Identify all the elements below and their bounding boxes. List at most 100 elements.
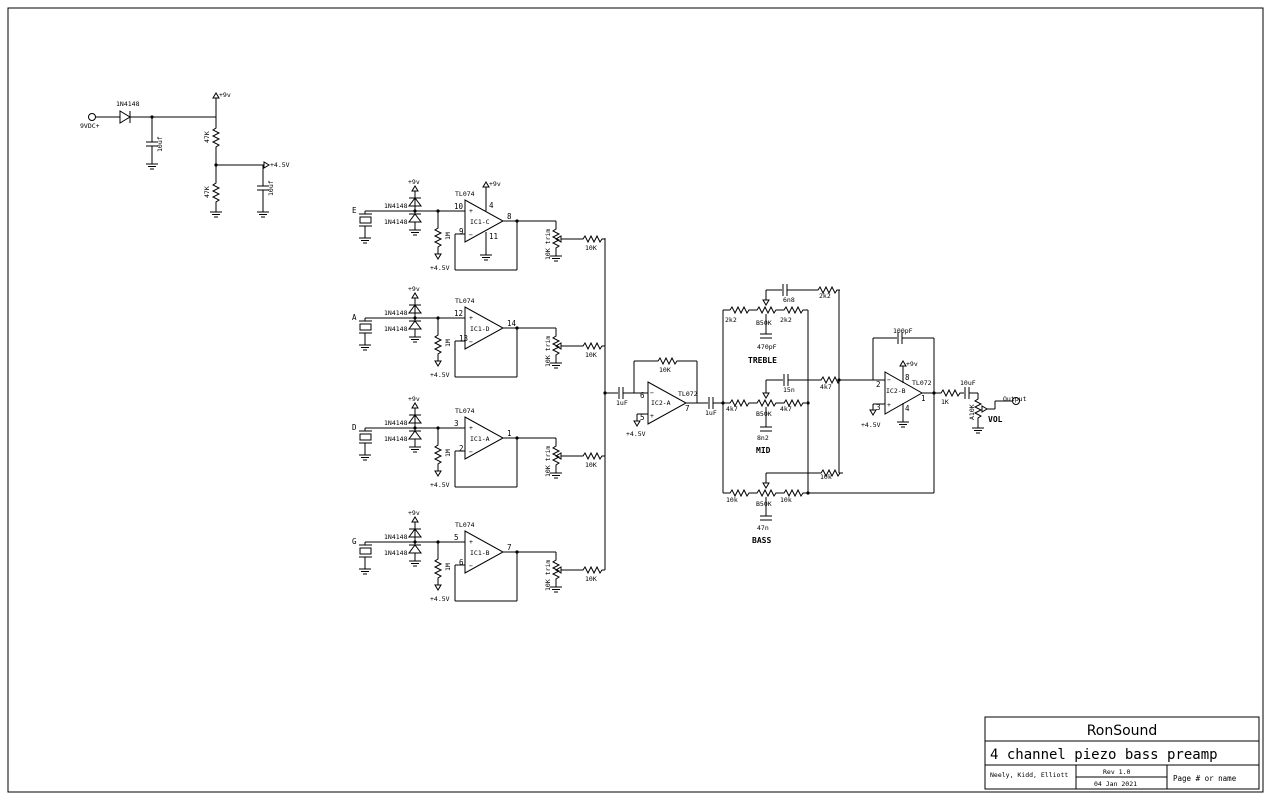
- power-r-top-label: 47K: [203, 131, 211, 143]
- mixer-pin-fb: 6: [640, 391, 645, 400]
- mid-pot-label: B50K: [756, 410, 772, 418]
- pin-fb: 9: [459, 227, 464, 236]
- treble-r1-label: 2k2: [725, 316, 737, 324]
- opamp: [464, 416, 505, 460]
- mixer-ic-label: IC2-A: [651, 399, 671, 407]
- trim-label: 10K trim: [544, 446, 552, 477]
- opamp-rail-label: +9v: [489, 180, 501, 188]
- vref-label: +4.5V: [430, 371, 450, 379]
- piezo-element: [359, 323, 372, 331]
- power-r-bot-label: 47K: [203, 186, 211, 198]
- mid-r-out-label: 4k7: [820, 383, 832, 391]
- piezo-element: [359, 547, 372, 555]
- title-rev: Rev 1.0: [1103, 768, 1130, 776]
- svg-text:+: +: [887, 401, 891, 409]
- diode-top-label: 1N4148: [384, 533, 408, 541]
- opamp-ic-label: IC1-A: [470, 435, 490, 443]
- output-pin-pos: 3: [876, 403, 881, 412]
- volume-label: VOL: [988, 415, 1003, 424]
- treble-cap-pot-label: 470pF: [757, 343, 777, 351]
- mixer-type-label: TL072: [678, 390, 698, 398]
- power-diode: [119, 110, 131, 124]
- output-pin-out: 1: [921, 394, 926, 403]
- diode-bot-label: 1N4148: [384, 549, 408, 557]
- diode-top-label: 1N4148: [384, 309, 408, 317]
- mixer-opamp: [647, 381, 688, 425]
- svg-text:+: +: [469, 207, 473, 215]
- power-cap1-label: 10uf: [156, 136, 164, 152]
- bias-res-label: 1M: [444, 232, 452, 240]
- output-pin-g: 4: [905, 404, 910, 413]
- svg-text:+: +: [469, 538, 473, 546]
- pin-fb: 6: [459, 558, 464, 567]
- trim-label: 10K trim: [544, 229, 552, 260]
- opamp: [464, 306, 505, 350]
- diode-top-label: 1N4148: [384, 202, 408, 210]
- power-cap2-label: 10uf: [267, 180, 275, 196]
- pin-fb: 2: [459, 444, 464, 453]
- pin-in: 5: [454, 533, 459, 542]
- power-supply: 9VDC+ 1N4148 10uf +9v 47K +4.5V 47K 10uf: [80, 91, 290, 218]
- output-rail-label: +9v: [906, 360, 918, 368]
- svg-text:+: +: [650, 412, 654, 420]
- mixer-pin-out: 7: [685, 404, 690, 413]
- bass-pot-label: B50K: [756, 500, 772, 508]
- output-vref-label: +4.5V: [861, 421, 881, 429]
- opamp: [464, 530, 505, 574]
- pin-out: 8: [507, 212, 512, 221]
- diode-top-label: 1N4148: [384, 419, 408, 427]
- mid-cap-top-label: 15n: [783, 386, 795, 394]
- power-rail-label: +9v: [219, 91, 231, 99]
- output-type-label: TL072: [912, 379, 932, 387]
- pin-g: 11: [489, 232, 498, 241]
- title-company: RonSound: [1087, 723, 1158, 739]
- svg-text:+: +: [469, 314, 473, 322]
- bass-r-out-label: 10k: [820, 473, 832, 481]
- channel-g: G+9v1N41481N41481M+4.5VTL074IC1-B+−56710…: [352, 509, 606, 603]
- bass-label: BASS: [752, 536, 771, 545]
- pin-out: 1: [507, 429, 512, 438]
- diode-rail-label: +9v: [408, 395, 420, 403]
- vref-label: +4.5V: [430, 595, 450, 603]
- mixer-cap-out-label: 1uF: [705, 409, 717, 417]
- output-label: Output: [1003, 395, 1027, 403]
- mixer-pin-in: 5: [640, 413, 645, 422]
- pin-in: 3: [454, 419, 459, 428]
- svg-text:−: −: [650, 389, 654, 397]
- output-pin-v: 8: [905, 373, 910, 382]
- bass-section: 10k 10k B50K 10k 47n BASS: [723, 380, 934, 545]
- mixer-cap-in-label: 1uF: [616, 399, 628, 407]
- svg-text:−: −: [887, 376, 891, 384]
- svg-text:−: −: [469, 562, 473, 570]
- output-pin-inv: 2: [876, 380, 881, 389]
- channel-e: E+9v1N41481N41481M+4.5VTL074IC1-C+−1098+…: [352, 178, 606, 272]
- mid-section: 4k7 15n 4k7 B50K 4k7 8n2 MID: [723, 373, 873, 455]
- vref-label: +4.5V: [270, 161, 290, 169]
- opamp-ic-label: IC1-B: [470, 549, 490, 557]
- diode-rail-label: +9v: [408, 285, 420, 293]
- vref-label: +4.5V: [430, 264, 450, 272]
- title-authors: Neely, Kidd, Elliott: [990, 771, 1068, 779]
- bias-res-label: 1M: [444, 449, 452, 457]
- pin-out: 14: [507, 319, 517, 328]
- power-diode-label: 1N4148: [116, 100, 140, 108]
- mid-r2-label: 4k7: [780, 405, 792, 413]
- channel-name: E: [352, 206, 357, 215]
- bass-r2-label: 10k: [780, 496, 792, 504]
- svg-text:−: −: [469, 448, 473, 456]
- volume-pot: [971, 393, 988, 434]
- treble-r2-label: 2k2: [780, 316, 792, 324]
- opamp-type-label: TL074: [455, 297, 475, 305]
- piezo-element: [359, 433, 372, 441]
- diode-bot-label: 1N4148: [384, 325, 408, 333]
- tone-stack: 2k2 6n8 2k2 B50K 2k2 470pF TREBLE: [721, 283, 934, 545]
- dc-input-label: 9VDC+: [80, 122, 100, 130]
- output-cap-label: 10uF: [960, 379, 976, 387]
- title-block: RonSound 4 channel piezo bass preamp Nee…: [984, 716, 1260, 790]
- treble-pot-label: B50K: [756, 319, 772, 327]
- opamp-type-label: TL074: [455, 521, 475, 529]
- bass-cap-pot-label: 47n: [757, 524, 769, 532]
- diode-rail-label: +9v: [408, 509, 420, 517]
- bass-r1-label: 10k: [726, 496, 738, 504]
- title-project: 4 channel piezo bass preamp: [990, 747, 1218, 763]
